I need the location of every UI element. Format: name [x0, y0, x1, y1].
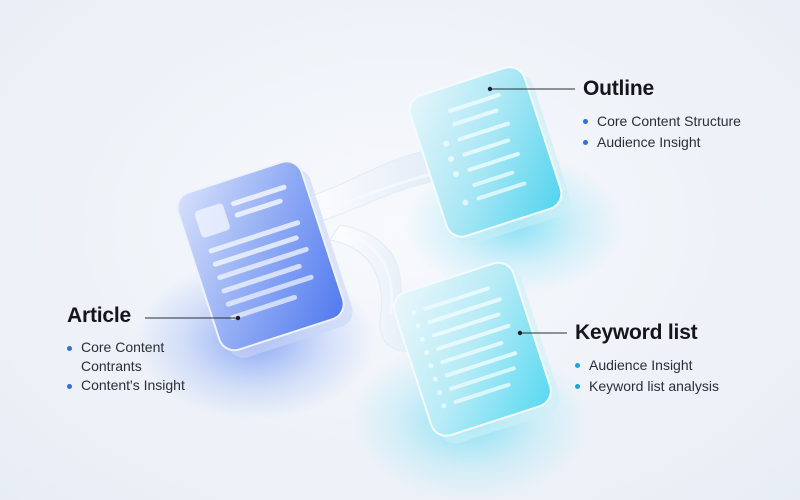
article-card — [176, 160, 353, 358]
list-item: Contrants — [81, 358, 142, 374]
article-title: Article — [67, 304, 131, 327]
bullet-dot-icon — [67, 346, 72, 351]
keyword-card — [392, 261, 560, 444]
bullet-dot-icon — [575, 363, 580, 368]
article-label-block: Article Core Content Contrants Content's… — [67, 304, 185, 395]
outline-title: Outline — [583, 77, 654, 100]
document-icon — [194, 184, 314, 320]
outline-card — [408, 66, 571, 245]
list-item: Audience Insight — [583, 132, 741, 153]
article-bullets: Core Content Contrants Content's Insight — [67, 338, 185, 395]
bullet-dot-icon — [583, 119, 588, 124]
list-item: Core Content — [67, 338, 185, 357]
document-icon — [411, 286, 518, 409]
article-leader — [145, 315, 241, 321]
list-item: Keyword list analysis — [575, 376, 719, 397]
bullet-dot-icon — [67, 384, 72, 389]
outline-bullets: Core Content Structure Audience Insight — [583, 111, 741, 153]
keyword-bullets: Audience Insight Keyword list analysis — [575, 355, 719, 397]
list-item: Content's Insight — [67, 376, 185, 395]
keyword-title: Keyword list — [575, 321, 698, 344]
bullet-dot-icon — [575, 384, 580, 389]
document-icon — [443, 93, 527, 206]
outline-leader — [487, 86, 575, 92]
bullet-dot-icon — [583, 140, 588, 145]
keyword-label-block: Keyword list Audience Insight Keyword li… — [575, 321, 719, 397]
list-item: Core Content Structure — [583, 111, 741, 132]
outline-label-block: Outline Core Content Structure Audience … — [583, 77, 741, 153]
keyword-leader — [517, 330, 567, 336]
list-item: Audience Insight — [575, 355, 719, 376]
